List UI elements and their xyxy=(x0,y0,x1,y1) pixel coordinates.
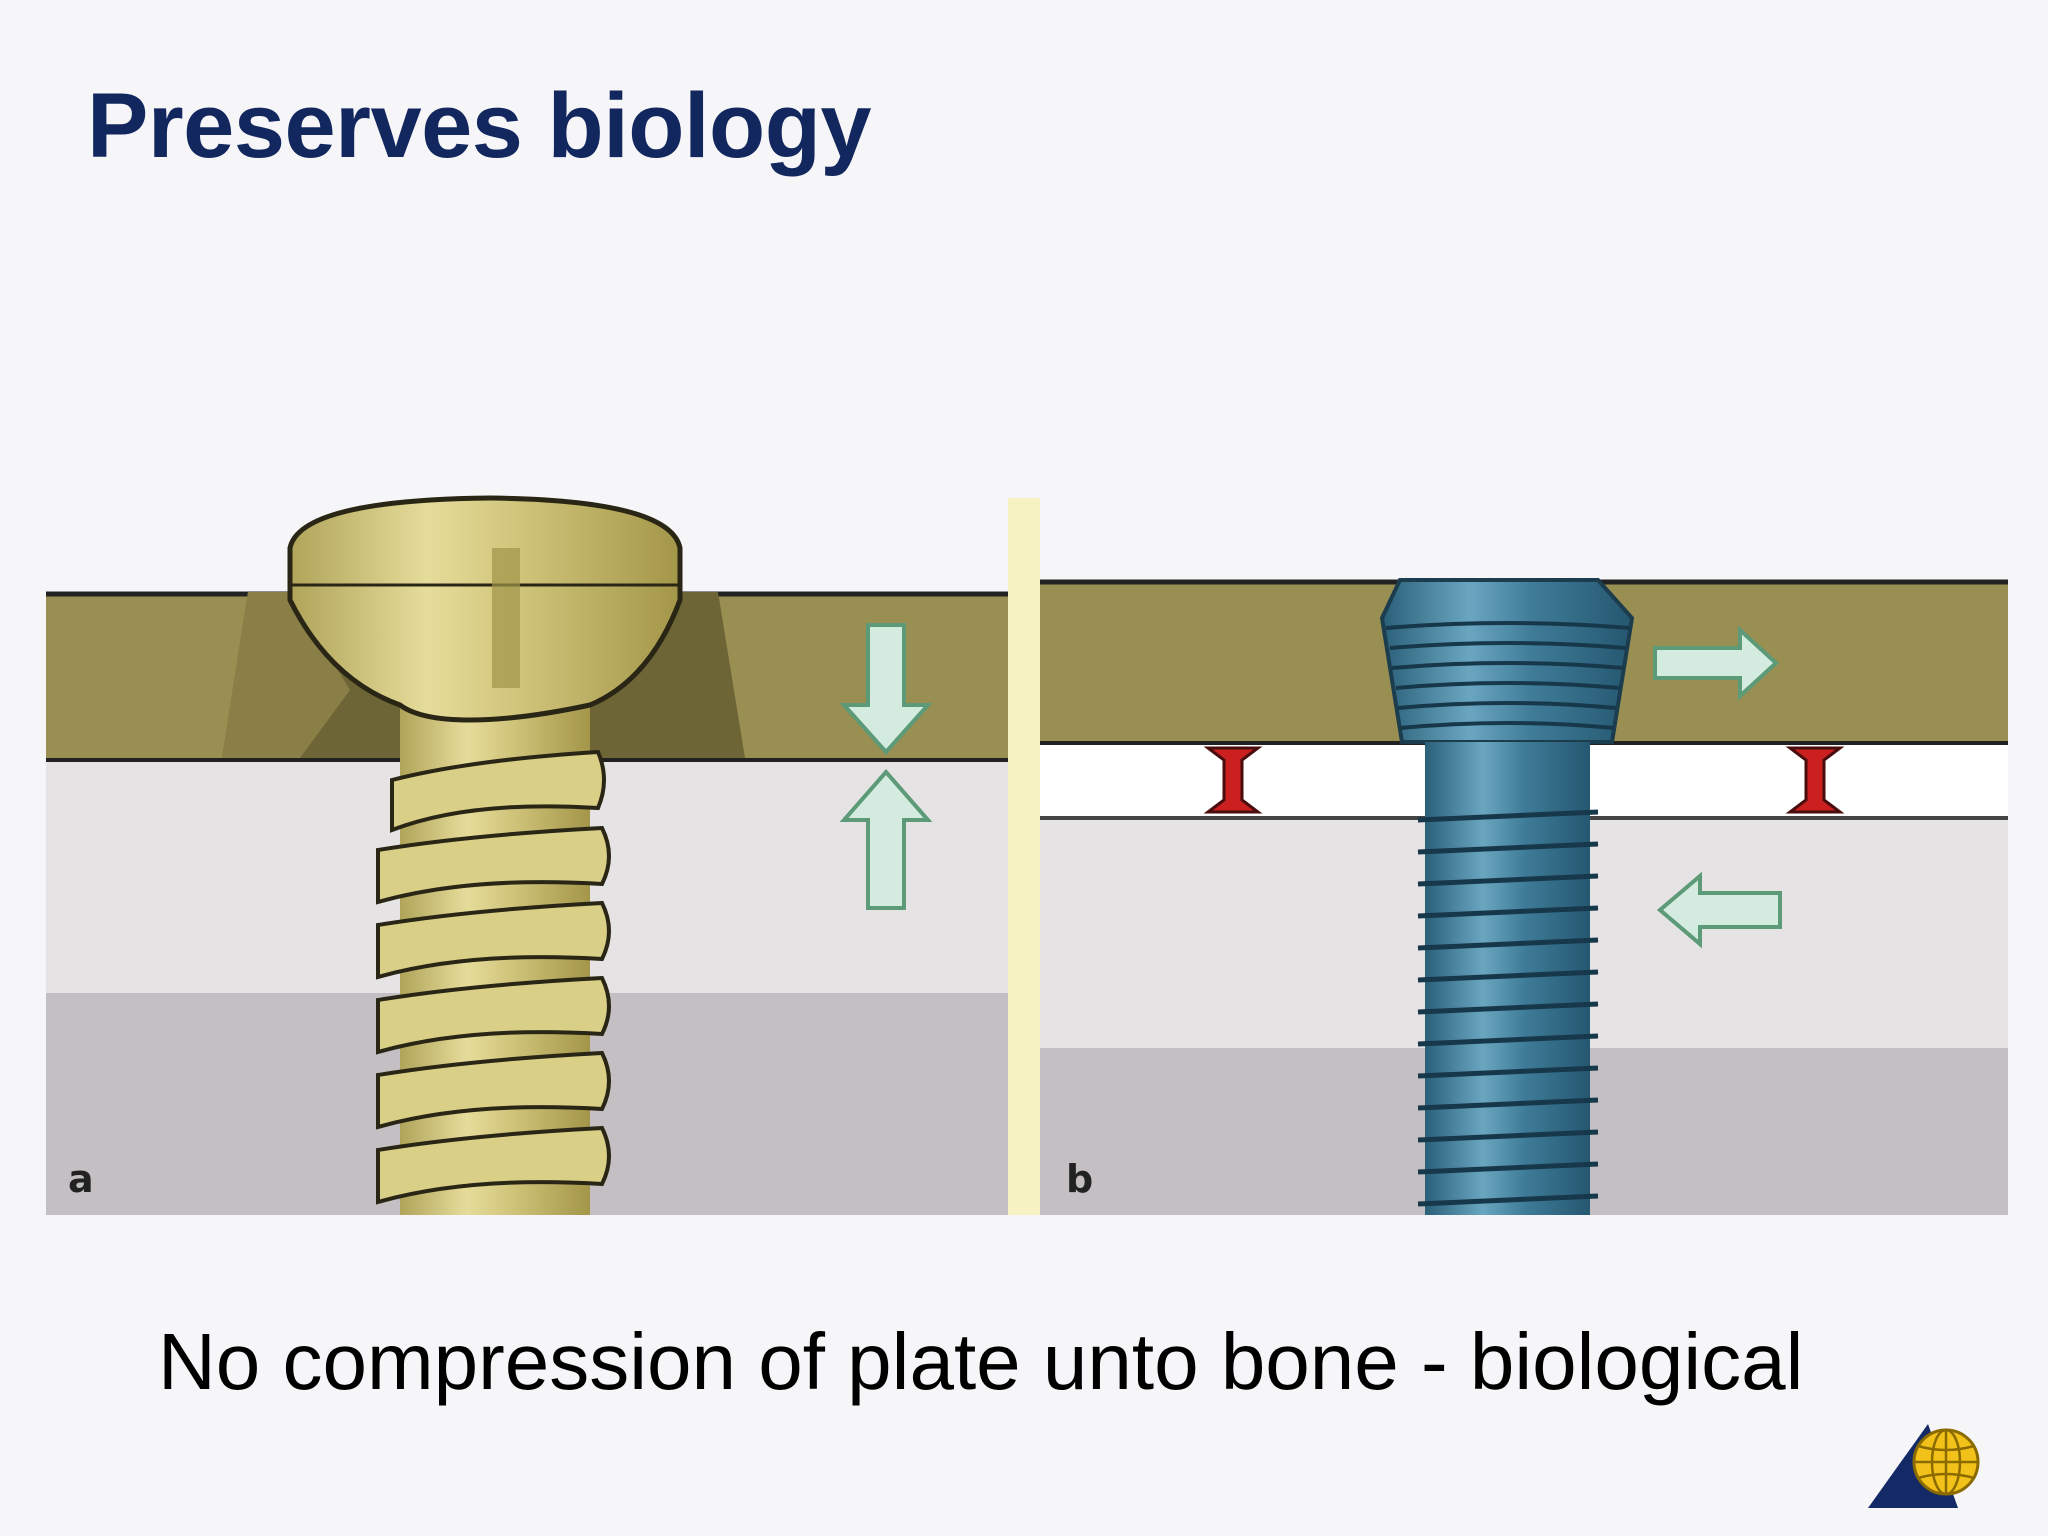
conventional-screw-threads xyxy=(376,749,611,1205)
panel-a-label: a xyxy=(68,1157,94,1201)
conventional-screw-head xyxy=(287,495,683,723)
slide-title: Preserves biology xyxy=(87,75,872,177)
arrow-up-icon xyxy=(839,768,933,910)
panel-a-conventional-screw: a xyxy=(46,495,1008,1215)
panel-divider xyxy=(1008,498,1040,1215)
panel-b-locking-screw: b xyxy=(1040,578,2008,1215)
panel-b-label: b xyxy=(1066,1157,1093,1201)
ao-triangle-globe-icon xyxy=(1868,1424,1980,1508)
slide-caption: No compression of plate unto bone - biol… xyxy=(158,1317,1804,1406)
arrow-down-icon xyxy=(839,623,933,756)
compression-arrows xyxy=(839,623,933,910)
gap-arrow-left-icon xyxy=(1203,746,1263,814)
arrow-left-icon xyxy=(1656,871,1782,949)
locking-screw-head xyxy=(1379,578,1635,744)
gap-arrows xyxy=(1203,746,1845,814)
arrow-right-icon xyxy=(1653,625,1779,701)
locking-head-threads xyxy=(1385,621,1631,730)
locking-shaft-threads xyxy=(1417,809,1599,1207)
gap-arrow-right-icon xyxy=(1785,746,1845,814)
